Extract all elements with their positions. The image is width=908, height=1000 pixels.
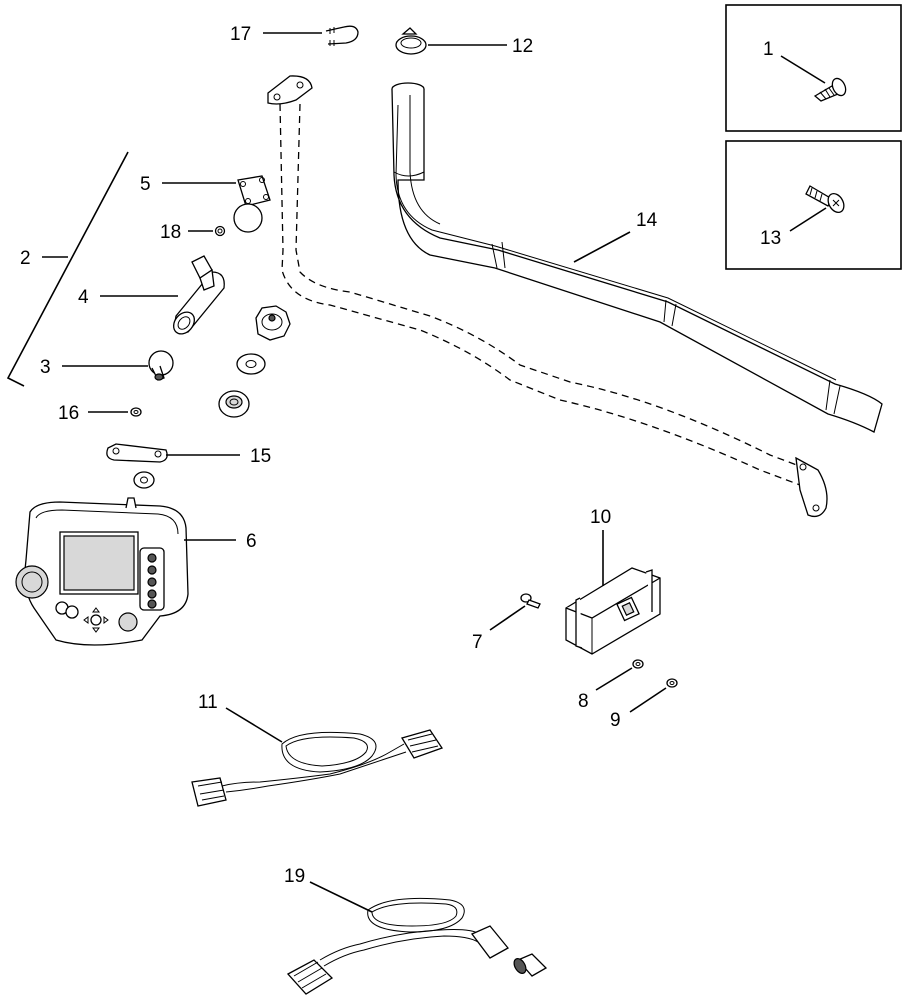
part-12-clamp — [395, 27, 427, 55]
part-6-display-monitor — [15, 497, 189, 646]
part-3-ball-stud — [148, 350, 174, 381]
dashed-cable-route-b — [295, 103, 811, 471]
leader-7 — [489, 605, 526, 631]
leader-9 — [629, 687, 667, 713]
leader-19 — [309, 881, 373, 913]
grommet — [218, 390, 250, 418]
part-7-screw — [520, 593, 541, 609]
leader-14 — [573, 231, 631, 263]
part-1-screw — [813, 77, 847, 102]
leader-1 — [780, 55, 826, 84]
callout-18: 18 — [160, 222, 181, 243]
callout-1: 1 — [763, 39, 774, 60]
callout-15: 15 — [250, 446, 271, 467]
part-16-nut — [130, 407, 142, 417]
part-17-u-bolt — [325, 25, 359, 46]
callout-5: 5 — [140, 174, 151, 195]
leader-11 — [225, 707, 283, 743]
part-15-link-plate — [106, 443, 168, 463]
part-14-tube — [391, 82, 883, 433]
callout-19: 19 — [284, 866, 305, 887]
inset-box-screw — [725, 4, 902, 132]
callout-4: 4 — [78, 287, 89, 308]
part-19-adapter-cable — [286, 897, 548, 995]
callout-16: 16 — [58, 403, 79, 424]
leader-8 — [595, 667, 633, 691]
part-11-wire-harness — [191, 729, 444, 807]
mounting-bracket-plate — [267, 75, 313, 105]
part-10-control-module — [565, 567, 661, 655]
callout-2: 2 — [20, 248, 31, 269]
part-8-nut — [632, 659, 644, 669]
callout-17: 17 — [230, 24, 251, 45]
part-13-bolt — [805, 185, 845, 213]
part-18-nut — [214, 225, 226, 237]
callout-6: 6 — [246, 531, 257, 552]
dashed-cable-route-a — [279, 103, 801, 486]
part-4-arm-socket — [173, 255, 225, 335]
inset-box-bolt — [725, 140, 902, 270]
callout-10: 10 — [590, 507, 611, 528]
callout-12: 12 — [512, 36, 533, 57]
callout-14: 14 — [636, 210, 658, 231]
callout-7: 7 — [472, 632, 483, 653]
part-9-nut — [666, 678, 678, 688]
callout-11: 11 — [198, 692, 218, 713]
washer — [236, 353, 266, 375]
leader-13 — [789, 207, 827, 232]
knob — [255, 305, 291, 341]
washer-small — [133, 471, 155, 489]
callout-9: 9 — [610, 710, 621, 731]
callout-13: 13 — [760, 228, 781, 249]
end-bracket — [795, 456, 828, 518]
callout-3: 3 — [40, 357, 51, 378]
part-5-ball-mount — [233, 175, 271, 233]
group-bracket-2 — [6, 151, 129, 387]
callout-8: 8 — [578, 691, 589, 712]
